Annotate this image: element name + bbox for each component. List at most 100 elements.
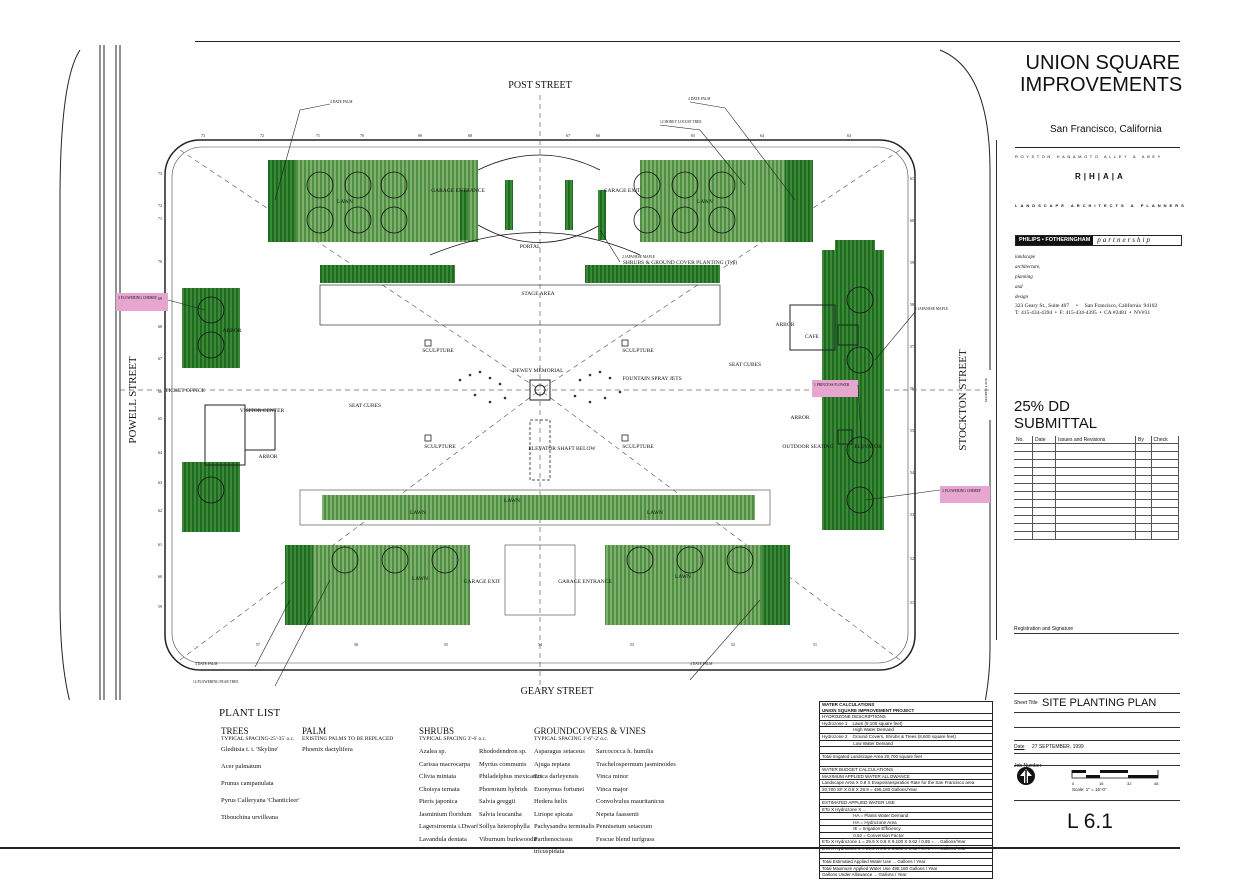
plant-list-groundcovers: GROUNDCOVERS & VINES TYPICAL SPACING 1'-… bbox=[534, 726, 676, 856]
svg-text:1 PRINCESS FLOWER: 1 PRINCESS FLOWER bbox=[814, 383, 850, 387]
callout-leaders bbox=[167, 101, 941, 687]
pink-callout-princess-flower bbox=[812, 380, 858, 397]
label-garage-exit-n: GARAGE EXIT bbox=[604, 188, 641, 194]
project-title: UNION SQUARE IMPROVEMENTS bbox=[1020, 52, 1183, 96]
powell-street-road bbox=[59, 45, 991, 700]
svg-text:70: 70 bbox=[158, 259, 162, 264]
svg-text:4 DATE PALM: 4 DATE PALM bbox=[690, 662, 713, 666]
label-dewey: DEWEY MEMORIAL bbox=[513, 368, 565, 374]
visitor-center-building bbox=[204, 404, 276, 466]
sheet-number: L 6.1 bbox=[1067, 810, 1113, 833]
svg-text:48: 48 bbox=[1154, 781, 1159, 786]
svg-text:72: 72 bbox=[158, 203, 162, 208]
firm2-address: 323 Geary St., Suite 407 • San Francisco… bbox=[1015, 303, 1158, 309]
svg-text:63: 63 bbox=[158, 480, 162, 485]
svg-text:73: 73 bbox=[201, 133, 205, 138]
plant-list: PLANT LIST bbox=[219, 708, 799, 723]
svg-text:66: 66 bbox=[158, 389, 162, 394]
svg-text:2 JAPANESE MAPLE: 2 JAPANESE MAPLE bbox=[622, 255, 656, 259]
plant-list-shrubs: SHRUBS TYPICAL SPACING 3'-6' o.c. Azalea… bbox=[419, 726, 543, 843]
firm2-suffix: partnership bbox=[1097, 236, 1152, 244]
svg-text:67: 67 bbox=[158, 356, 162, 361]
pink-callout-flowering-cherry-e bbox=[940, 486, 990, 503]
dewey-memorial bbox=[529, 379, 551, 401]
label-sculpture-1: SCULPTURE bbox=[422, 348, 454, 354]
svg-text:57: 57 bbox=[256, 642, 260, 647]
svg-text:55: 55 bbox=[910, 428, 914, 433]
svg-text:Scale: 1" = 16'-0": Scale: 1" = 16'-0" bbox=[1072, 787, 1107, 792]
svg-text:32: 32 bbox=[1127, 781, 1132, 786]
svg-text:65: 65 bbox=[158, 416, 162, 421]
top-border-line bbox=[195, 41, 1180, 42]
label-cafe: CAFE bbox=[805, 334, 820, 340]
label-lawn-nw: LAWN bbox=[337, 199, 353, 205]
label-lawn-se: LAWN bbox=[675, 574, 691, 580]
label-lawn-sw: LAWN bbox=[412, 576, 428, 582]
revision-table: No. Date Issues and Revisions By Check bbox=[1014, 436, 1180, 540]
svg-text:58: 58 bbox=[910, 302, 914, 307]
sheet-block: Sheet Title SITE PLANTING PLAN Date 27 S… bbox=[1014, 693, 1180, 769]
svg-text:67: 67 bbox=[566, 133, 570, 138]
lawn-sw bbox=[285, 545, 470, 625]
svg-text:61: 61 bbox=[910, 176, 914, 181]
svg-text:69: 69 bbox=[158, 296, 162, 301]
svg-text:71: 71 bbox=[158, 216, 162, 221]
cafe-building bbox=[789, 304, 859, 445]
label-seat-cubes-w: SEAT CUBES bbox=[349, 403, 381, 409]
label-garage-entrance-s: GARAGE ENTRANCE bbox=[558, 579, 612, 585]
label-outdoor-seating: OUTDOOR SEATING bbox=[782, 444, 833, 450]
firm2-services: landscape architecture, planning and des… bbox=[1015, 255, 1041, 300]
svg-text:72: 72 bbox=[260, 133, 264, 138]
svg-text:3 FLOWERING CHERRY: 3 FLOWERING CHERRY bbox=[118, 296, 158, 300]
firm2-name: PHILIPS • FOTHERINGHAM bbox=[1016, 236, 1094, 245]
svg-text:4 DATE PALM: 4 DATE PALM bbox=[688, 97, 711, 101]
svg-text:12 FLOWERING PEAR TREE: 12 FLOWERING PEAR TREE bbox=[193, 680, 239, 684]
svg-text:65: 65 bbox=[691, 133, 695, 138]
street-powell: POWELL STREET bbox=[127, 356, 139, 444]
svg-text:4 DATE PALM: 4 DATE PALM bbox=[330, 100, 353, 104]
title-block-left-rule bbox=[996, 140, 997, 640]
sculptures bbox=[424, 339, 629, 442]
svg-text:51: 51 bbox=[910, 600, 914, 605]
elevator-shaft bbox=[529, 419, 551, 481]
svg-text:60: 60 bbox=[910, 218, 914, 223]
lawn-nw bbox=[268, 160, 478, 242]
firm1-logo: R|H|A|A bbox=[1075, 172, 1126, 181]
date-value: 27 SEPTEMBER, 1999 bbox=[1032, 744, 1084, 750]
svg-text:64: 64 bbox=[158, 450, 162, 455]
street-maiden-lane: MAIDEN LANE bbox=[984, 378, 988, 402]
svg-text:52: 52 bbox=[731, 642, 735, 647]
label-garage-exit-s: GARAGE EXIT bbox=[464, 579, 501, 585]
scale-bar: 0 16 32 48 Scale: 1" = 16'-0" bbox=[1071, 770, 1159, 792]
lawn-strip-south bbox=[322, 495, 755, 520]
firm2-contact: T: 415-434-4394 • F: 415-434-4395 • CA #… bbox=[1015, 310, 1151, 316]
label-lawn-s2: LAWN bbox=[504, 498, 520, 504]
label-elevator: ELEVATOR bbox=[854, 444, 882, 450]
water-calc-project: UNION SQUARE IMPROVEMENT PROJECT bbox=[820, 708, 992, 715]
firm1-tagline: LANDSCAPE ARCHITECTS & PLANNERS bbox=[1015, 203, 1187, 208]
water-calc-title: WATER CALCULATIONS bbox=[822, 702, 875, 707]
street-stockton: STOCKTON STREET bbox=[957, 349, 969, 451]
plant-list-trees: TREES TYPICAL SPACING-25'-35' o.c. Gledi… bbox=[221, 726, 300, 822]
svg-text:59: 59 bbox=[158, 604, 162, 609]
plant-list-palm: PALM EXISTING PALMS TO BE REPLACED Phoen… bbox=[302, 726, 394, 754]
street-post: POST STREET bbox=[508, 80, 571, 91]
svg-text:68: 68 bbox=[158, 324, 162, 329]
label-portal: PORTAL bbox=[520, 244, 541, 250]
registration-rule bbox=[1014, 633, 1179, 634]
svg-text:60: 60 bbox=[158, 574, 162, 579]
bed-west-north bbox=[182, 288, 240, 368]
site-plan: POST STREET GEARY STREET POWELL STREET S… bbox=[59, 45, 991, 700]
label-garage-entrance-n: GARAGE ENTRANCE bbox=[431, 188, 485, 194]
label-elevator-shaft: ELEVATOR SHAFT BELOW bbox=[528, 446, 596, 452]
label-shrubs: SHRUBS & GROUND COVER PLANTING (Typ) bbox=[623, 259, 738, 266]
callout-texts: 4 DATE PALM 4 DATE PALM 12 HONEY LOCUST … bbox=[118, 97, 982, 684]
tree-circles-north bbox=[306, 154, 736, 256]
revision-header-row: No. Date Issues and Revisions By Check bbox=[1014, 436, 1180, 444]
palm-bed-nw bbox=[268, 160, 296, 242]
svg-text:59: 59 bbox=[910, 260, 914, 265]
svg-text:69: 69 bbox=[418, 133, 422, 138]
